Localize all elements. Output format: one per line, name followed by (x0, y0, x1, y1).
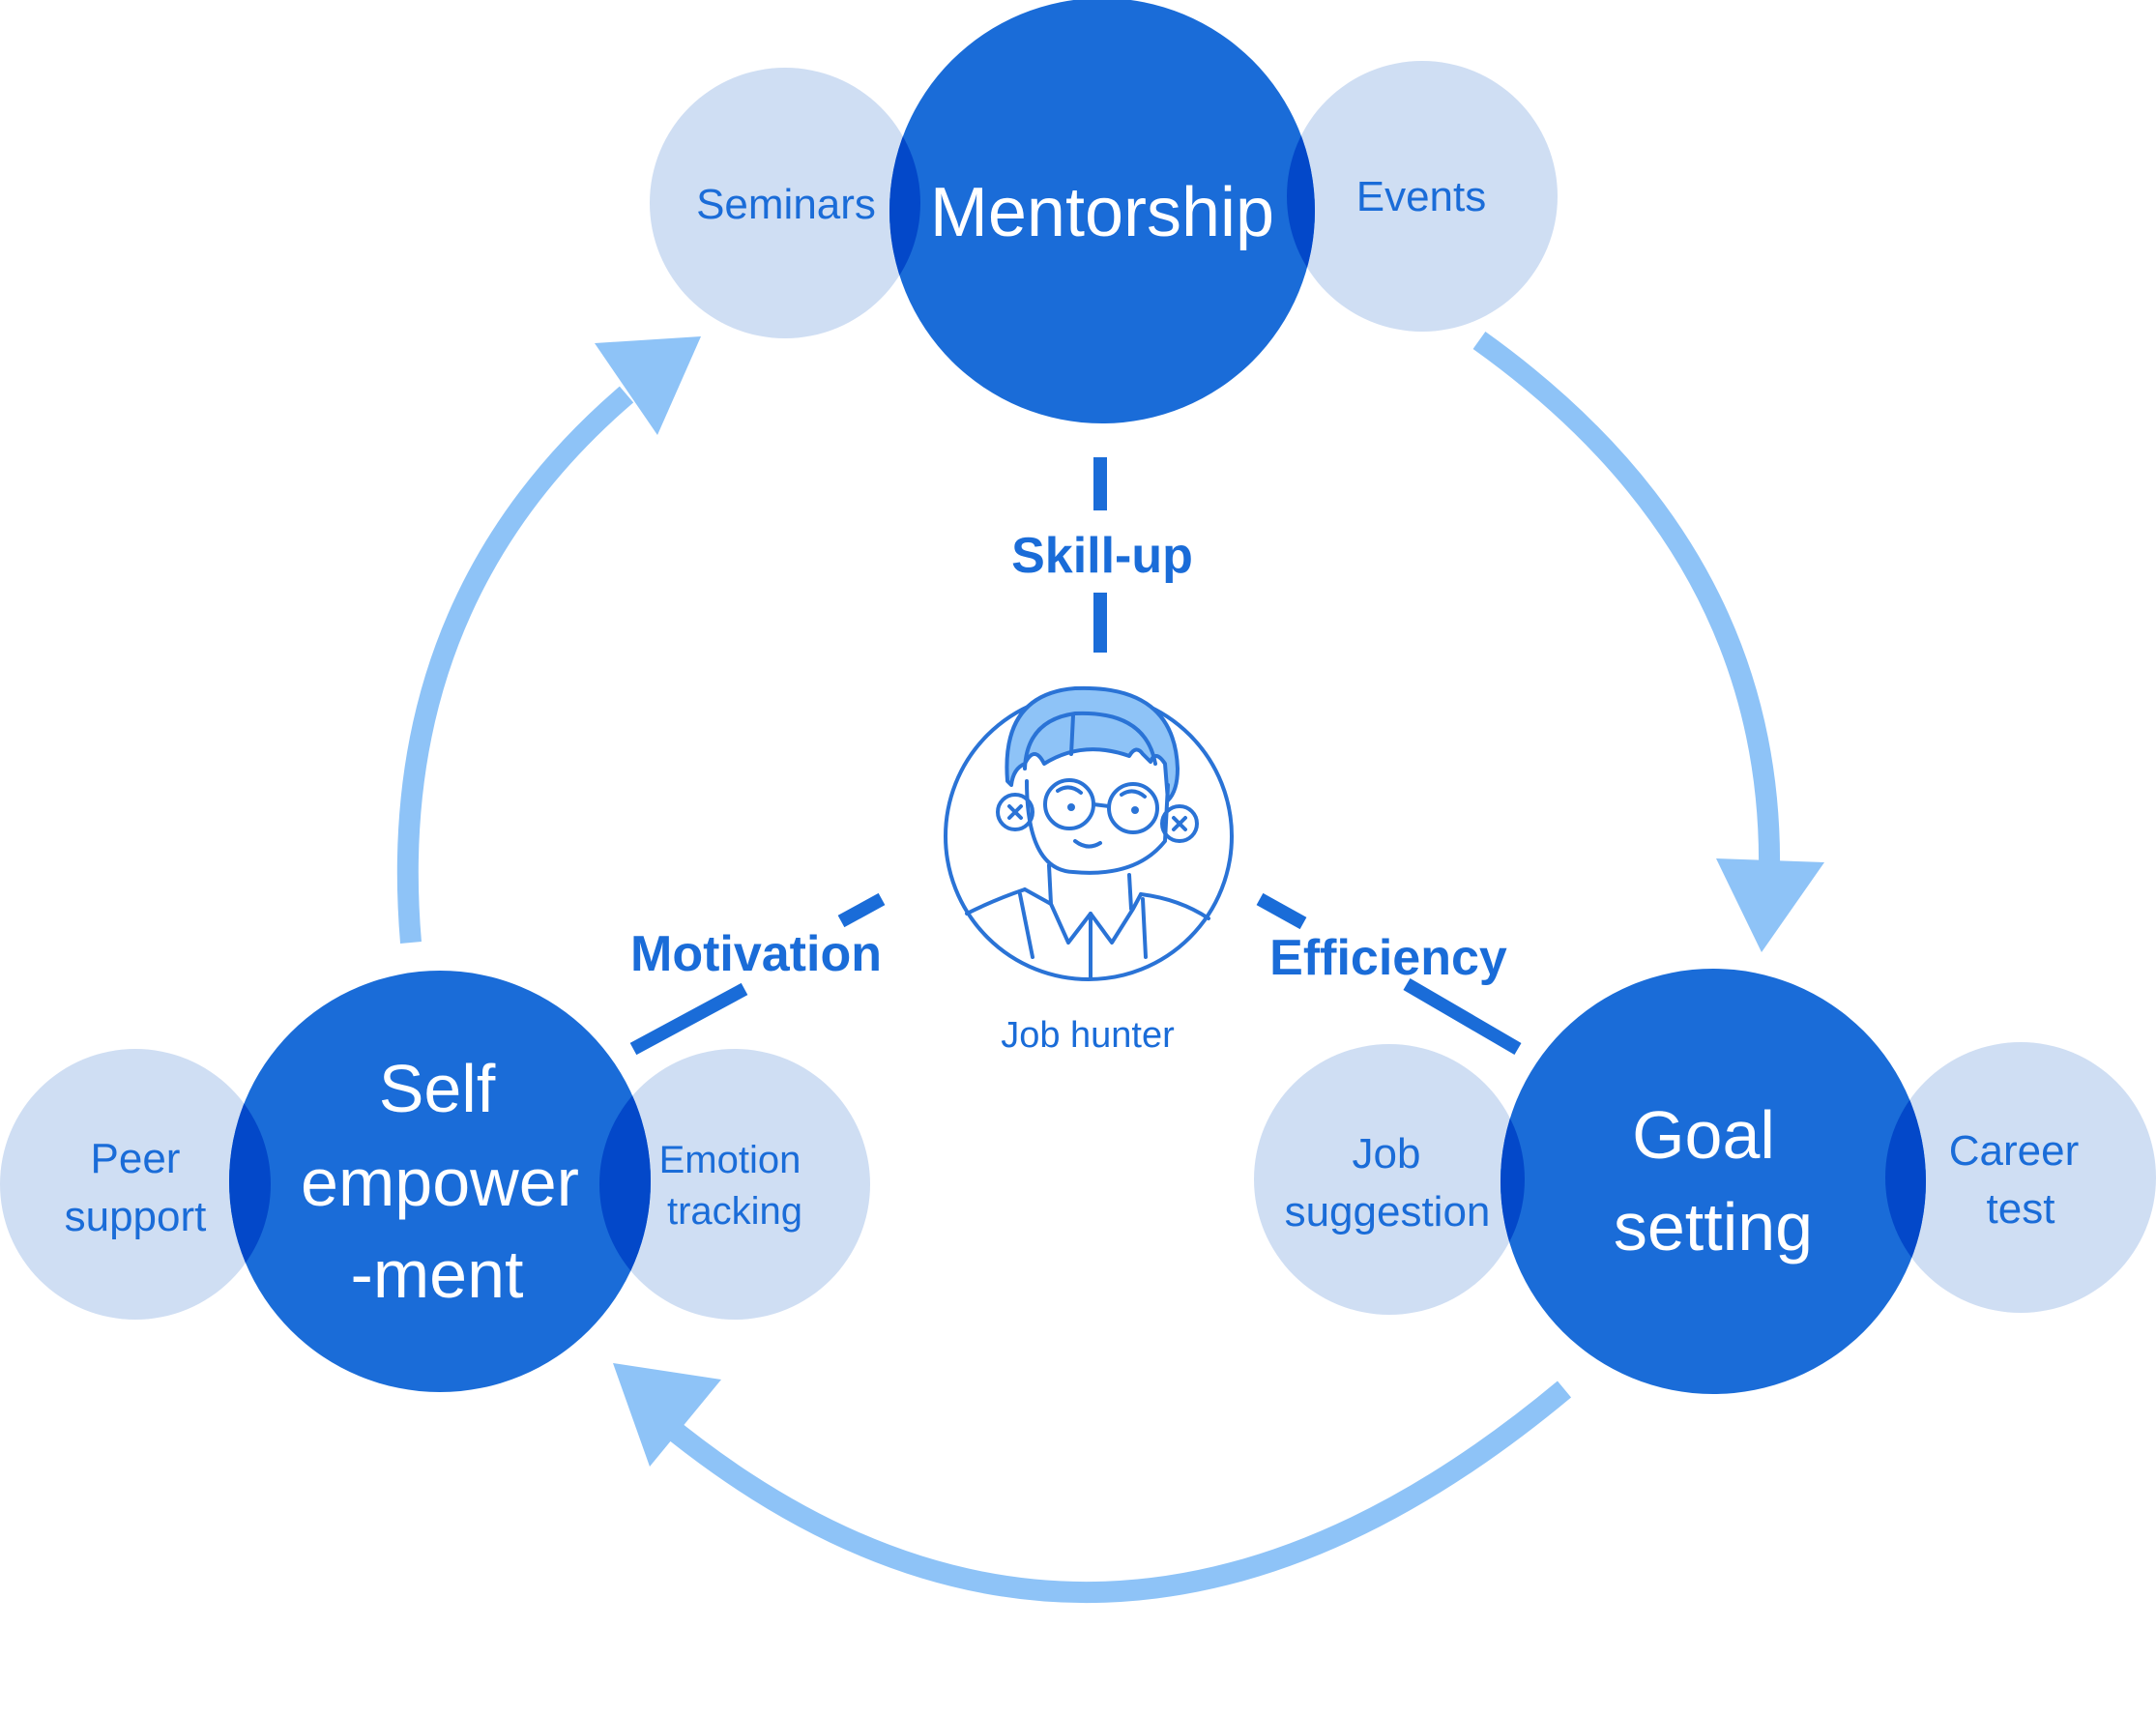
arrowhead-self (613, 1363, 721, 1467)
connector-right-upper (1256, 892, 1307, 930)
connector-label-top: Skill-up (1011, 528, 1193, 584)
node-goal-setting: Job suggestion Career test Goal setting (1254, 969, 2156, 1394)
label-self-empowerment-1: Self (379, 1051, 496, 1126)
label-career-test-2: test (1987, 1185, 2055, 1233)
connectors: Skill-up Motivation Efficiency (629, 457, 1522, 1056)
main-circle-goal-setting (1500, 969, 1926, 1394)
label-events: Events (1356, 173, 1487, 220)
arrowhead-mentorship (595, 336, 701, 435)
node-self-empowerment: Peer support Emotion tracking Self empow… (0, 971, 870, 1392)
label-self-empowerment-3: -ment (351, 1236, 524, 1312)
arrow-goal-to-self (656, 1381, 1572, 1604)
label-job-suggestion-2: suggestion (1285, 1188, 1491, 1235)
label-goal-setting-2: setting (1614, 1189, 1813, 1264)
main-circle-mentorship (889, 0, 1315, 423)
avatar-eye-left (1067, 803, 1075, 811)
arrow-mentorship-to-goal (1472, 332, 1781, 873)
label-seminars: Seminars (696, 181, 876, 228)
connector-label-left: Motivation (630, 926, 882, 982)
sub-circle-career-test (1885, 1042, 2156, 1313)
job-hunter-avatar-icon (944, 685, 1234, 981)
avatar-eye-right (1131, 806, 1139, 814)
sub-circle-peer-support (0, 1049, 271, 1320)
label-goal-setting-1: Goal (1632, 1097, 1775, 1173)
main-circle-self-empowerment (229, 971, 651, 1392)
cycle-arrows (396, 332, 1824, 1604)
center-label-job-hunter: Job hunter (1001, 1015, 1175, 1056)
label-mentorship: Mentorship (930, 174, 1274, 251)
connector-left-lower (629, 982, 748, 1056)
label-job-suggestion-1: Job (1353, 1130, 1421, 1177)
sub-circle-job-suggestion (1254, 1044, 1525, 1315)
arrow-self-to-mentorship (396, 386, 634, 944)
sub-circle-seminars (650, 68, 920, 338)
sub-circle-events (1287, 61, 1558, 332)
arrowhead-goal (1716, 858, 1824, 952)
label-peer-support-2: support (65, 1193, 207, 1240)
node-mentorship: Seminars Events Mentorship (650, 0, 1558, 423)
label-career-test-1: Career (1949, 1127, 2080, 1175)
label-emotion-tracking-1: Emotion (659, 1139, 801, 1181)
connector-label-right: Efficiency (1269, 930, 1507, 986)
connector-left-upper (837, 892, 886, 928)
sub-circle-emotion-tracking (599, 1049, 870, 1320)
label-peer-support-1: Peer (91, 1135, 181, 1182)
label-emotion-tracking-2: tracking (667, 1190, 802, 1233)
connector-right-lower (1403, 977, 1522, 1056)
label-self-empowerment-2: empower (301, 1145, 579, 1220)
